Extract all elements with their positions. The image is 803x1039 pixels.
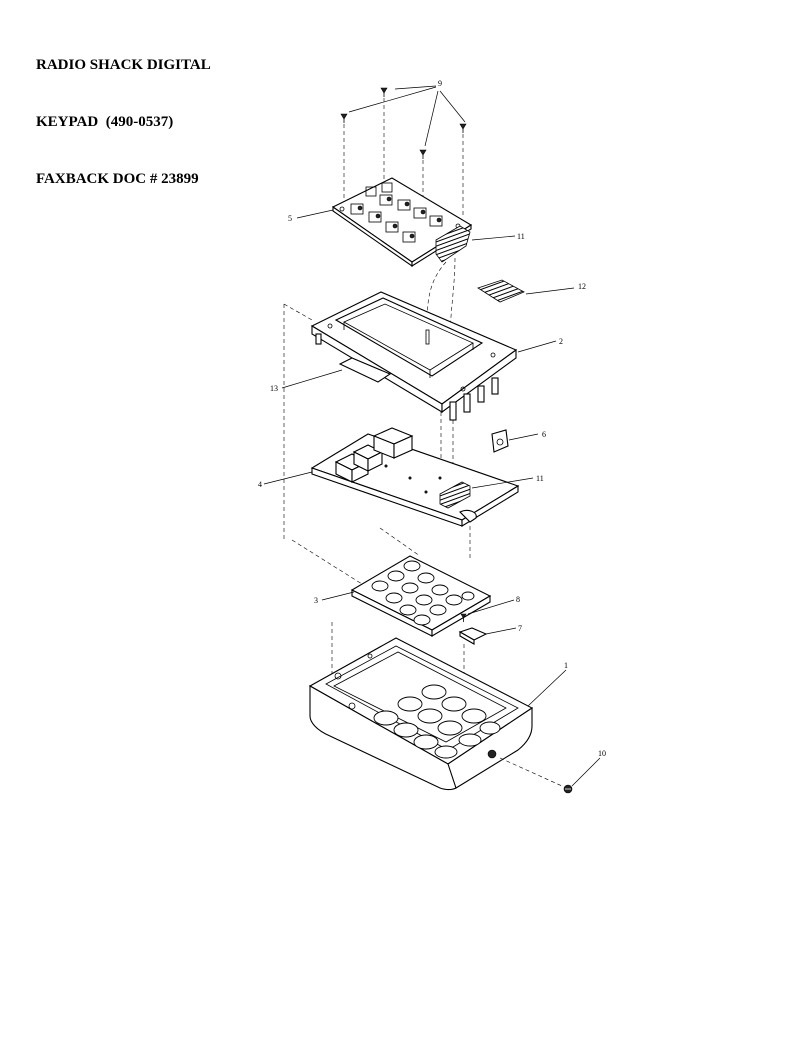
top-screws (340, 87, 467, 159)
callout-12: 12 (578, 282, 586, 291)
leader-10 (571, 757, 601, 787)
keypad-buttons (371, 560, 475, 626)
leader-5 (296, 209, 334, 219)
alignment-line-pcb (291, 539, 363, 585)
label-sticker (477, 279, 525, 303)
housing-keys (373, 684, 501, 759)
ribbon-path-2 (449, 257, 456, 331)
callout-3: 3 (314, 596, 318, 605)
leader-11-pcb (471, 477, 534, 489)
bottom-screw (563, 784, 573, 794)
bracket (458, 627, 488, 645)
callout-9: 9 (438, 79, 442, 88)
alignment-line-left-2 (283, 303, 313, 321)
plate-relay-blocks (339, 182, 461, 243)
document-header: RADIO SHACK DIGITAL KEYPAD (490-0537) FA… (36, 18, 211, 208)
clip (491, 429, 509, 453)
leader-3 (321, 591, 355, 601)
screw (419, 149, 427, 159)
screw (459, 123, 467, 133)
callout-6: 6 (542, 430, 546, 439)
leader-7 (485, 627, 517, 635)
screw (340, 113, 348, 123)
callout-11-pcb: 11 (536, 474, 544, 483)
mounting-frame (310, 291, 518, 421)
leader-1 (527, 669, 567, 707)
screw (380, 87, 388, 97)
header-title-line: RADIO SHACK DIGITAL (36, 57, 211, 73)
leader-lines-9 (348, 85, 466, 147)
leader-2 (517, 340, 557, 353)
callout-11-top: 11 (517, 232, 525, 241)
callout-8: 8 (516, 595, 520, 604)
keypad-housing (308, 637, 534, 791)
callout-10: 10 (598, 749, 606, 758)
header-model-line: KEYPAD (490-0537) (36, 114, 174, 130)
small-screw (460, 613, 467, 622)
alignment-line-bottom-screw (499, 757, 563, 787)
leader-11-top (471, 235, 516, 241)
rubber-keypad (350, 555, 492, 637)
callout-13: 13 (270, 384, 278, 393)
callout-7: 7 (518, 624, 522, 633)
pcb-connector (439, 481, 471, 509)
callout-1: 1 (564, 661, 568, 670)
gasket (338, 357, 392, 383)
alignment-line-pcb-2 (379, 527, 421, 557)
circuit-board (310, 427, 520, 527)
pcb-relays (334, 427, 414, 483)
leader-4 (263, 471, 313, 485)
callout-2: 2 (559, 337, 563, 346)
header-doc-number-line: FAXBACK DOC # 23899 (36, 171, 199, 187)
frame-pins (315, 333, 499, 421)
leader-13 (281, 369, 343, 389)
leader-8 (467, 599, 515, 615)
plate-connector (435, 225, 471, 263)
callout-4: 4 (258, 480, 262, 489)
callout-5: 5 (288, 214, 292, 223)
leader-6 (508, 433, 539, 441)
leader-12 (525, 287, 575, 295)
